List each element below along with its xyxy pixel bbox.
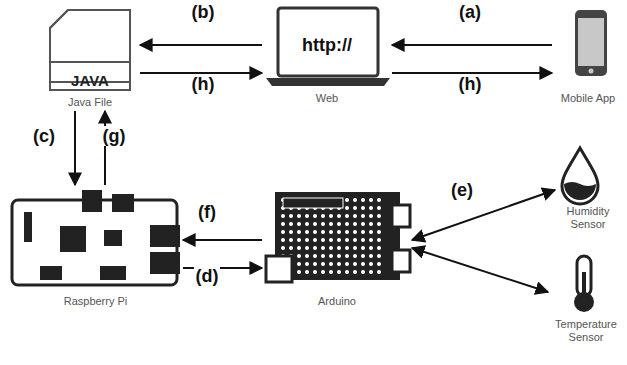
- edge-label: (h): [190, 74, 217, 94]
- node-caption: Temperature Sensor: [548, 318, 624, 344]
- phone-icon: [575, 10, 607, 76]
- node-caption: Humidity Sensor: [555, 205, 621, 231]
- raspberry-pi-board: [12, 190, 180, 285]
- node-caption: Arduino: [262, 295, 412, 308]
- arduino-board: [266, 192, 410, 282]
- board-node: Raspberry Pi: [8, 185, 183, 310]
- arrow-connector: [183, 239, 262, 241]
- node-caption: Web: [262, 92, 392, 105]
- sensor-node: Temperature Sensor: [548, 250, 624, 360]
- file-node: JAVA Java File: [40, 8, 140, 111]
- arrow-connector: [412, 248, 548, 292]
- node-caption: Java File: [40, 96, 140, 109]
- edge-label: (e): [449, 180, 475, 200]
- edge-label: (f): [196, 202, 218, 222]
- edge-label: (g): [101, 126, 128, 146]
- edge-label: (c): [31, 126, 57, 146]
- sensor-node: Humidity Sensor: [555, 145, 621, 240]
- icon-text: http://: [262, 35, 392, 55]
- edge-label: (a): [457, 2, 483, 22]
- node-caption: Mobile App: [552, 92, 624, 105]
- app-node: Mobile App: [552, 5, 624, 107]
- drop-icon: [562, 148, 598, 204]
- edge-label: (b): [190, 2, 217, 22]
- edge-label: (d): [194, 266, 221, 286]
- board-node: Arduino: [262, 185, 412, 310]
- arrow-connector: [412, 190, 555, 240]
- arrow-connector: [392, 44, 552, 46]
- node-caption: Raspberry Pi: [8, 295, 183, 308]
- web-node: http:// Web: [262, 5, 392, 107]
- arrow-connector: [104, 111, 106, 185]
- arrow-connector: [74, 111, 76, 185]
- edge-label: (h): [457, 74, 484, 94]
- icon-text: JAVA: [40, 72, 140, 89]
- thermometer-icon: [574, 256, 594, 312]
- arrow-connector: [140, 44, 262, 46]
